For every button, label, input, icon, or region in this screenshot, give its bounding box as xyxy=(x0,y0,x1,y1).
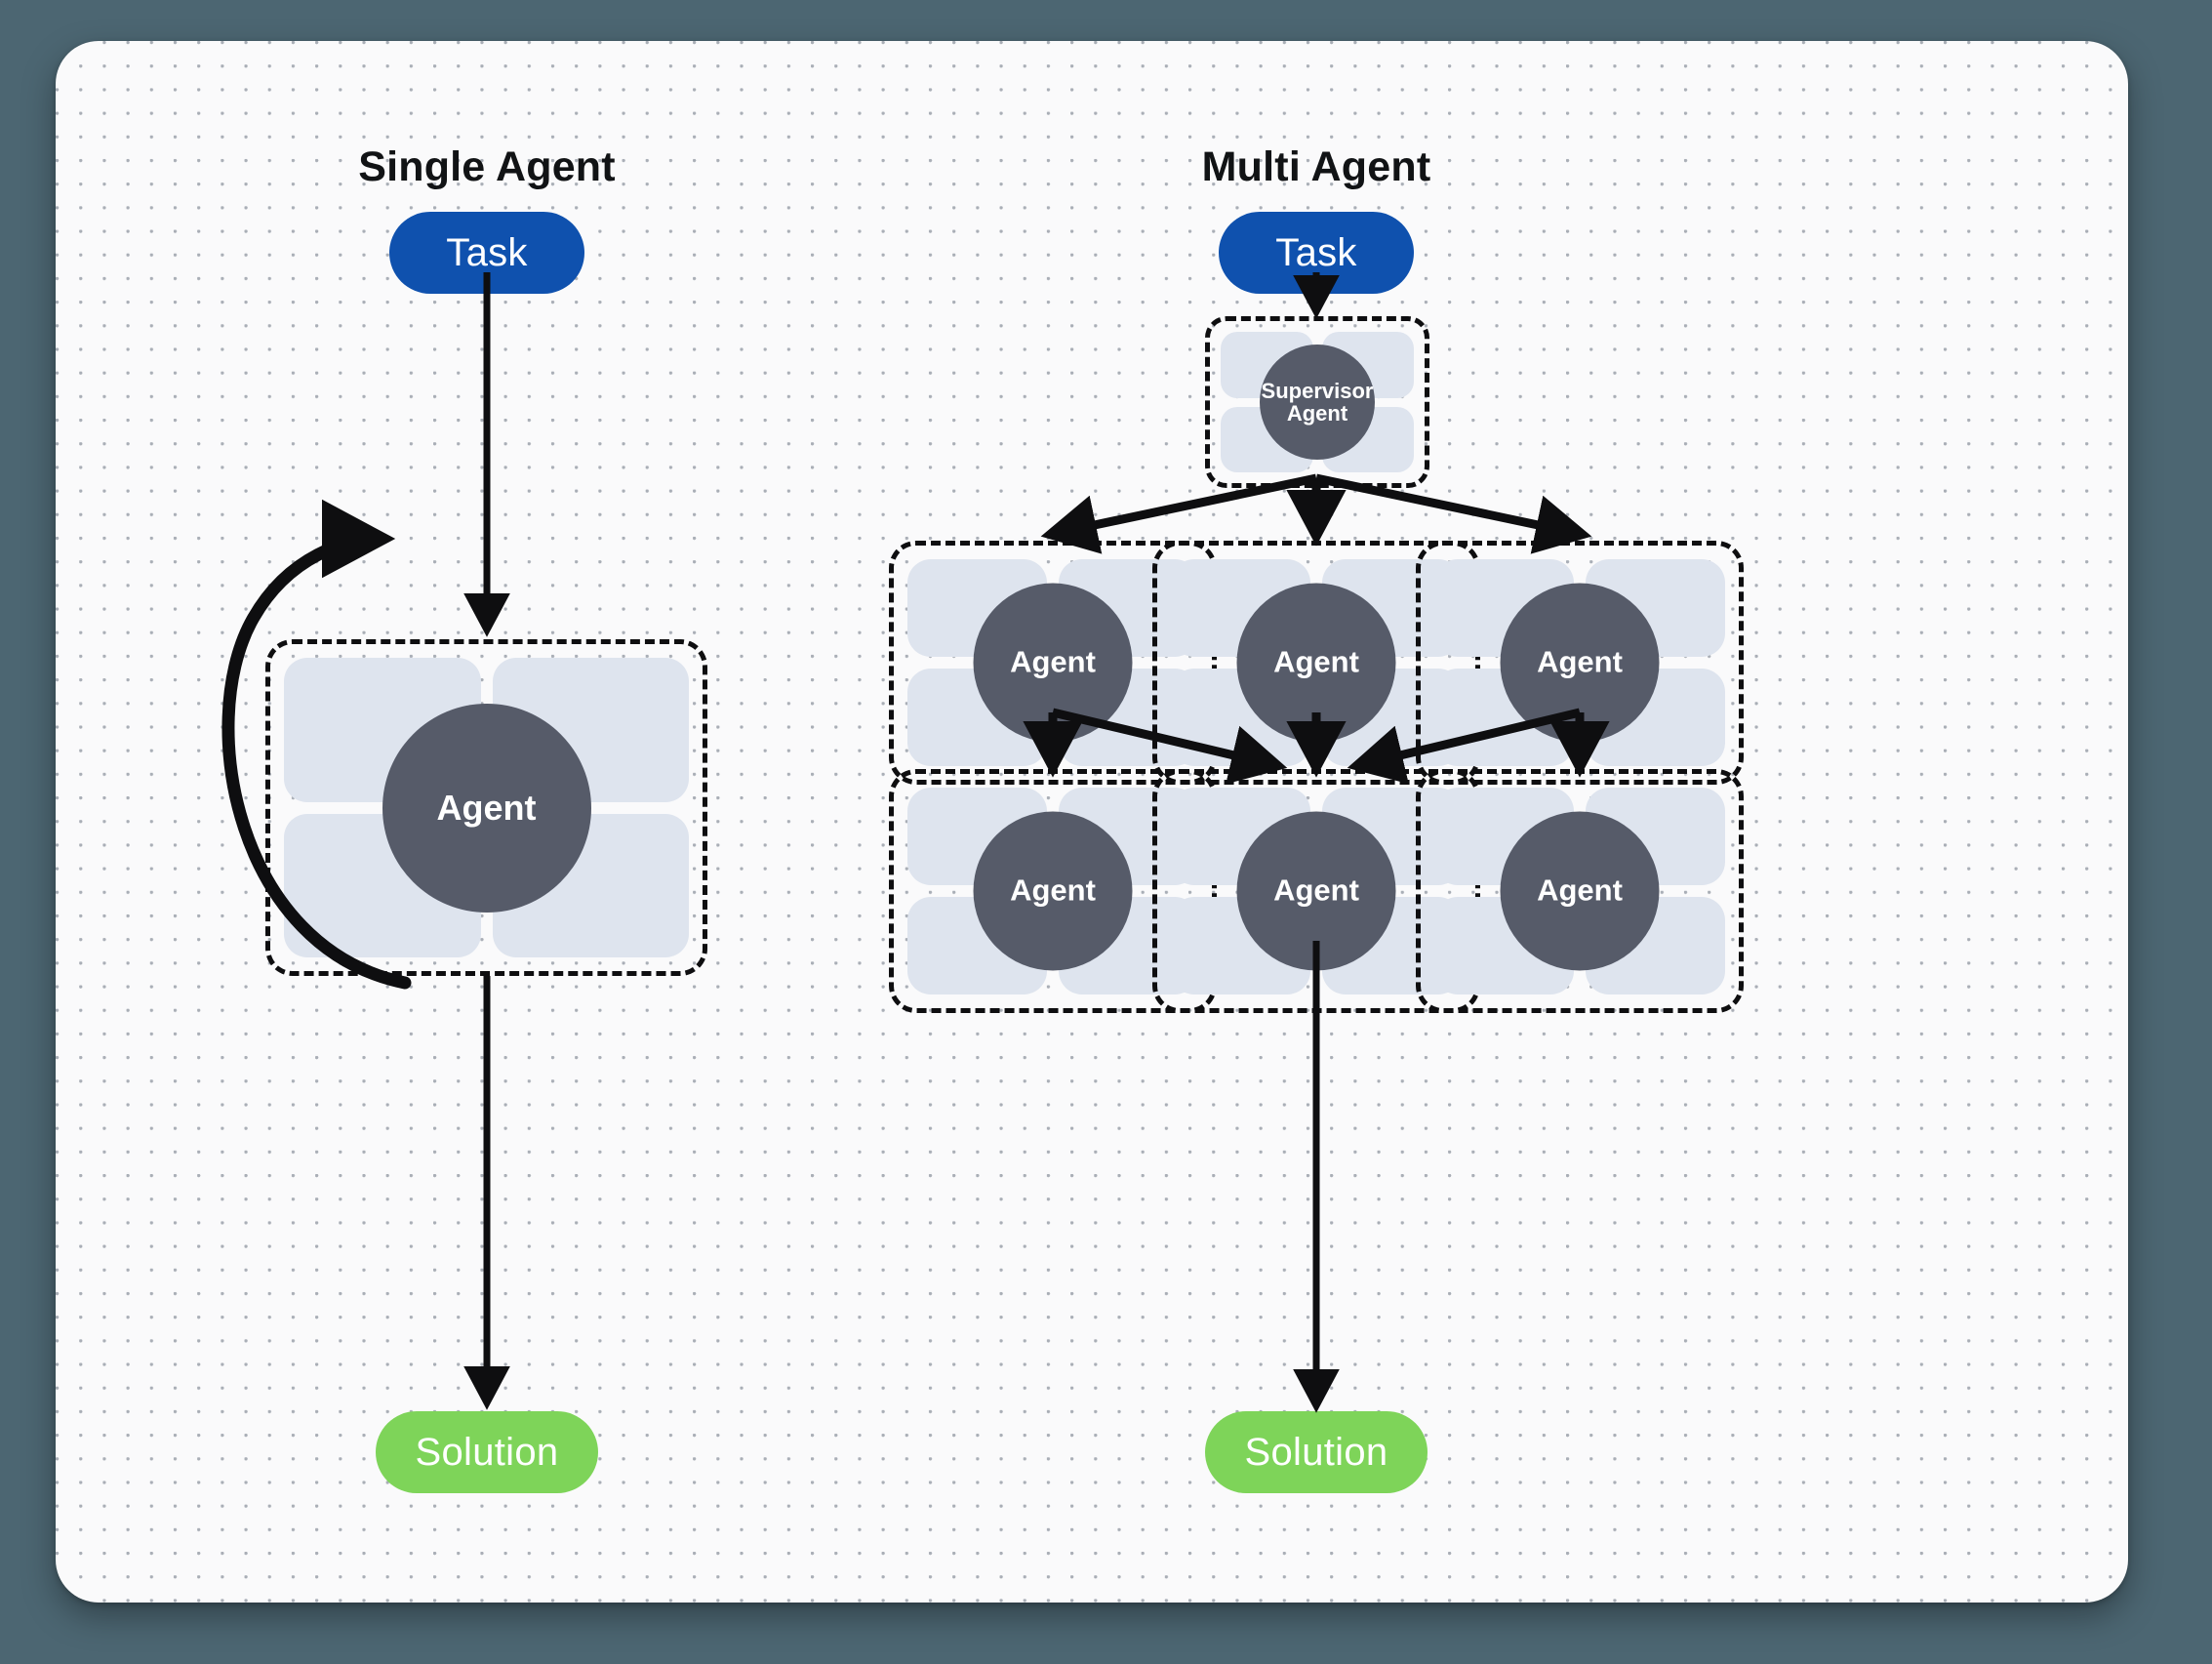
agent-circle-label: Agent xyxy=(1236,583,1396,743)
agent-circle-label: Agent xyxy=(1500,583,1660,743)
node-supervisor-agent[interactable]: Supervisor Agent xyxy=(1205,316,1429,488)
node-task-multi[interactable]: Task xyxy=(1219,212,1414,294)
agent-circle-label: Agent xyxy=(973,583,1133,743)
node-agent-row2-right[interactable]: Agent xyxy=(1416,769,1744,1013)
supervisor-label-line2: Agent xyxy=(1286,401,1348,426)
node-agent-row1-right[interactable]: Agent xyxy=(1416,541,1744,785)
column-title-multi-agent: Multi Agent xyxy=(1201,143,1431,190)
agent-circle-label: Agent xyxy=(973,811,1133,971)
node-task-single[interactable]: Task xyxy=(389,212,584,294)
node-solution-multi[interactable]: Solution xyxy=(1205,1411,1428,1493)
node-agent-single[interactable]: Agent xyxy=(265,639,707,976)
agent-circle-label: Agent xyxy=(382,703,591,913)
supervisor-label-line1: Supervisor xyxy=(1261,378,1374,403)
node-solution-single[interactable]: Solution xyxy=(376,1411,598,1493)
supervisor-circle-label: Supervisor Agent xyxy=(1260,345,1375,460)
agent-circle-label: Agent xyxy=(1500,811,1660,971)
diagram-canvas: Single Agent Task Agent Solution Multi A… xyxy=(56,41,2128,1603)
agent-circle-label: Agent xyxy=(1236,811,1396,971)
column-title-single-agent: Single Agent xyxy=(358,143,616,190)
